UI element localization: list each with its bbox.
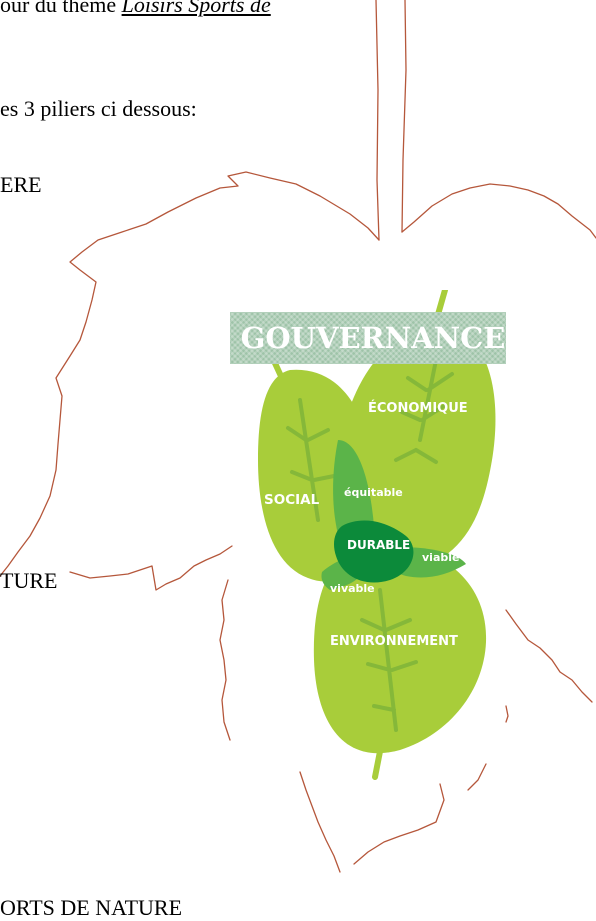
document-text-line: TURE (0, 568, 58, 593)
sustainability-venn-diagram (258, 290, 496, 780)
overlap-durable-center (334, 520, 414, 583)
document-text-line: ORTS DE NATURE (0, 895, 183, 920)
document-text-line: ERE (0, 172, 42, 197)
label-vivable: vivable (330, 582, 375, 595)
label-environnement: ENVIRONNEMENT (330, 634, 458, 649)
label-social: SOCIAL (264, 492, 320, 508)
text-prefix: our du thème (0, 0, 117, 17)
theme-emphasis: Loisirs Sports de (121, 0, 271, 17)
label-equitable: équitable (344, 486, 403, 499)
label-viable: viable (422, 551, 460, 564)
document-text-line: our du thème Loisirs Sports de (0, 0, 271, 18)
environnement-leaf (313, 545, 487, 754)
gouvernance-title: GOUVERNANCE (240, 321, 506, 355)
gouvernance-banner (230, 312, 506, 364)
label-durable: DURABLE (347, 538, 411, 552)
document-text-line: es 3 piliers ci dessous: (0, 96, 197, 121)
label-economique: ÉCONOMIQUE (368, 401, 468, 416)
